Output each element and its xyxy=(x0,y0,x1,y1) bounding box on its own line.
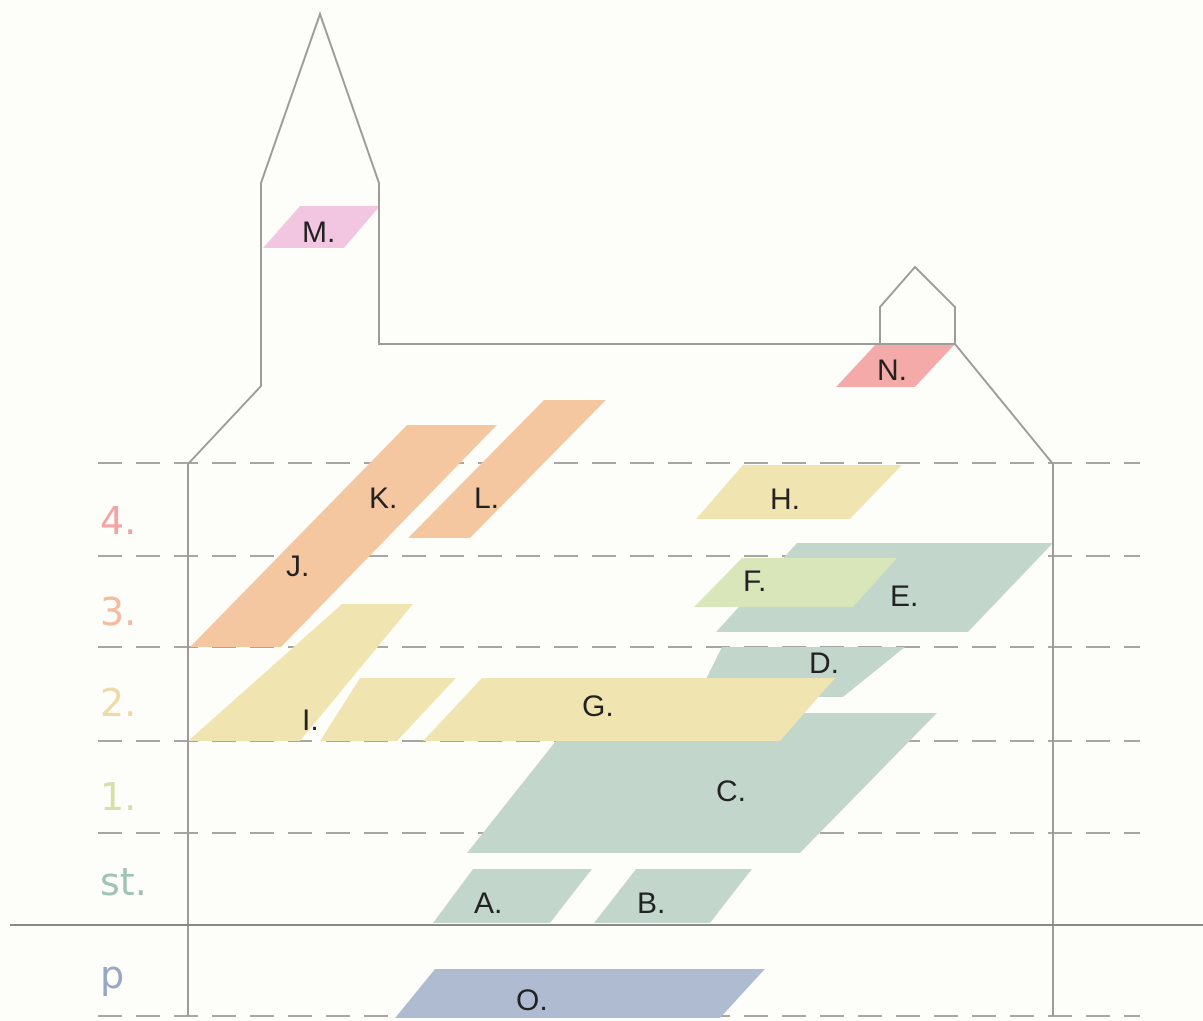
church-outline xyxy=(10,10,1203,1016)
level-label-4: 4. xyxy=(100,499,136,543)
level-label-3: 3. xyxy=(100,590,136,634)
zone-label-c: C. xyxy=(716,775,746,808)
level-label-ground: st. xyxy=(100,860,147,904)
zone-h xyxy=(696,465,902,519)
zone-c xyxy=(467,713,937,853)
zone-jk xyxy=(190,425,497,647)
zones xyxy=(188,206,1053,1018)
zone-b xyxy=(594,869,752,923)
zone-a xyxy=(433,869,592,923)
zone-n xyxy=(836,344,955,387)
zone-label-k: K. xyxy=(369,482,397,515)
zone-label-o: O. xyxy=(516,984,548,1017)
zone-label-j: J. xyxy=(286,550,309,583)
building-outline xyxy=(187,10,1054,1016)
zone-label-l: L. xyxy=(474,482,499,515)
zone-labels: A. B. C. D. E. F. G. H. I. J. K. L. M. N… xyxy=(286,216,918,1017)
zone-label-g: G. xyxy=(582,690,614,723)
zone-g xyxy=(423,678,835,741)
zone-m xyxy=(263,206,380,248)
zone-f xyxy=(694,558,897,607)
zone-label-m: M. xyxy=(302,216,335,249)
zone-label-e: E. xyxy=(890,580,918,613)
zone-label-a: A. xyxy=(474,887,502,920)
level-labels: 4. 3. 2. 1. st. p xyxy=(100,499,147,997)
zone-o xyxy=(395,969,765,1018)
level-label-2: 2. xyxy=(100,681,136,725)
zone-label-h: H. xyxy=(770,483,800,516)
zone-i-small xyxy=(320,678,456,741)
zone-label-b: B. xyxy=(637,887,665,920)
zone-label-n: N. xyxy=(877,354,907,387)
zone-i-main xyxy=(188,604,413,741)
level-label-basement: p xyxy=(100,953,124,997)
zone-label-i: I. xyxy=(302,704,319,737)
zone-label-d: D. xyxy=(809,647,839,680)
zone-l xyxy=(408,400,606,538)
level-label-1: 1. xyxy=(100,775,136,819)
zone-label-f: F. xyxy=(743,565,766,598)
